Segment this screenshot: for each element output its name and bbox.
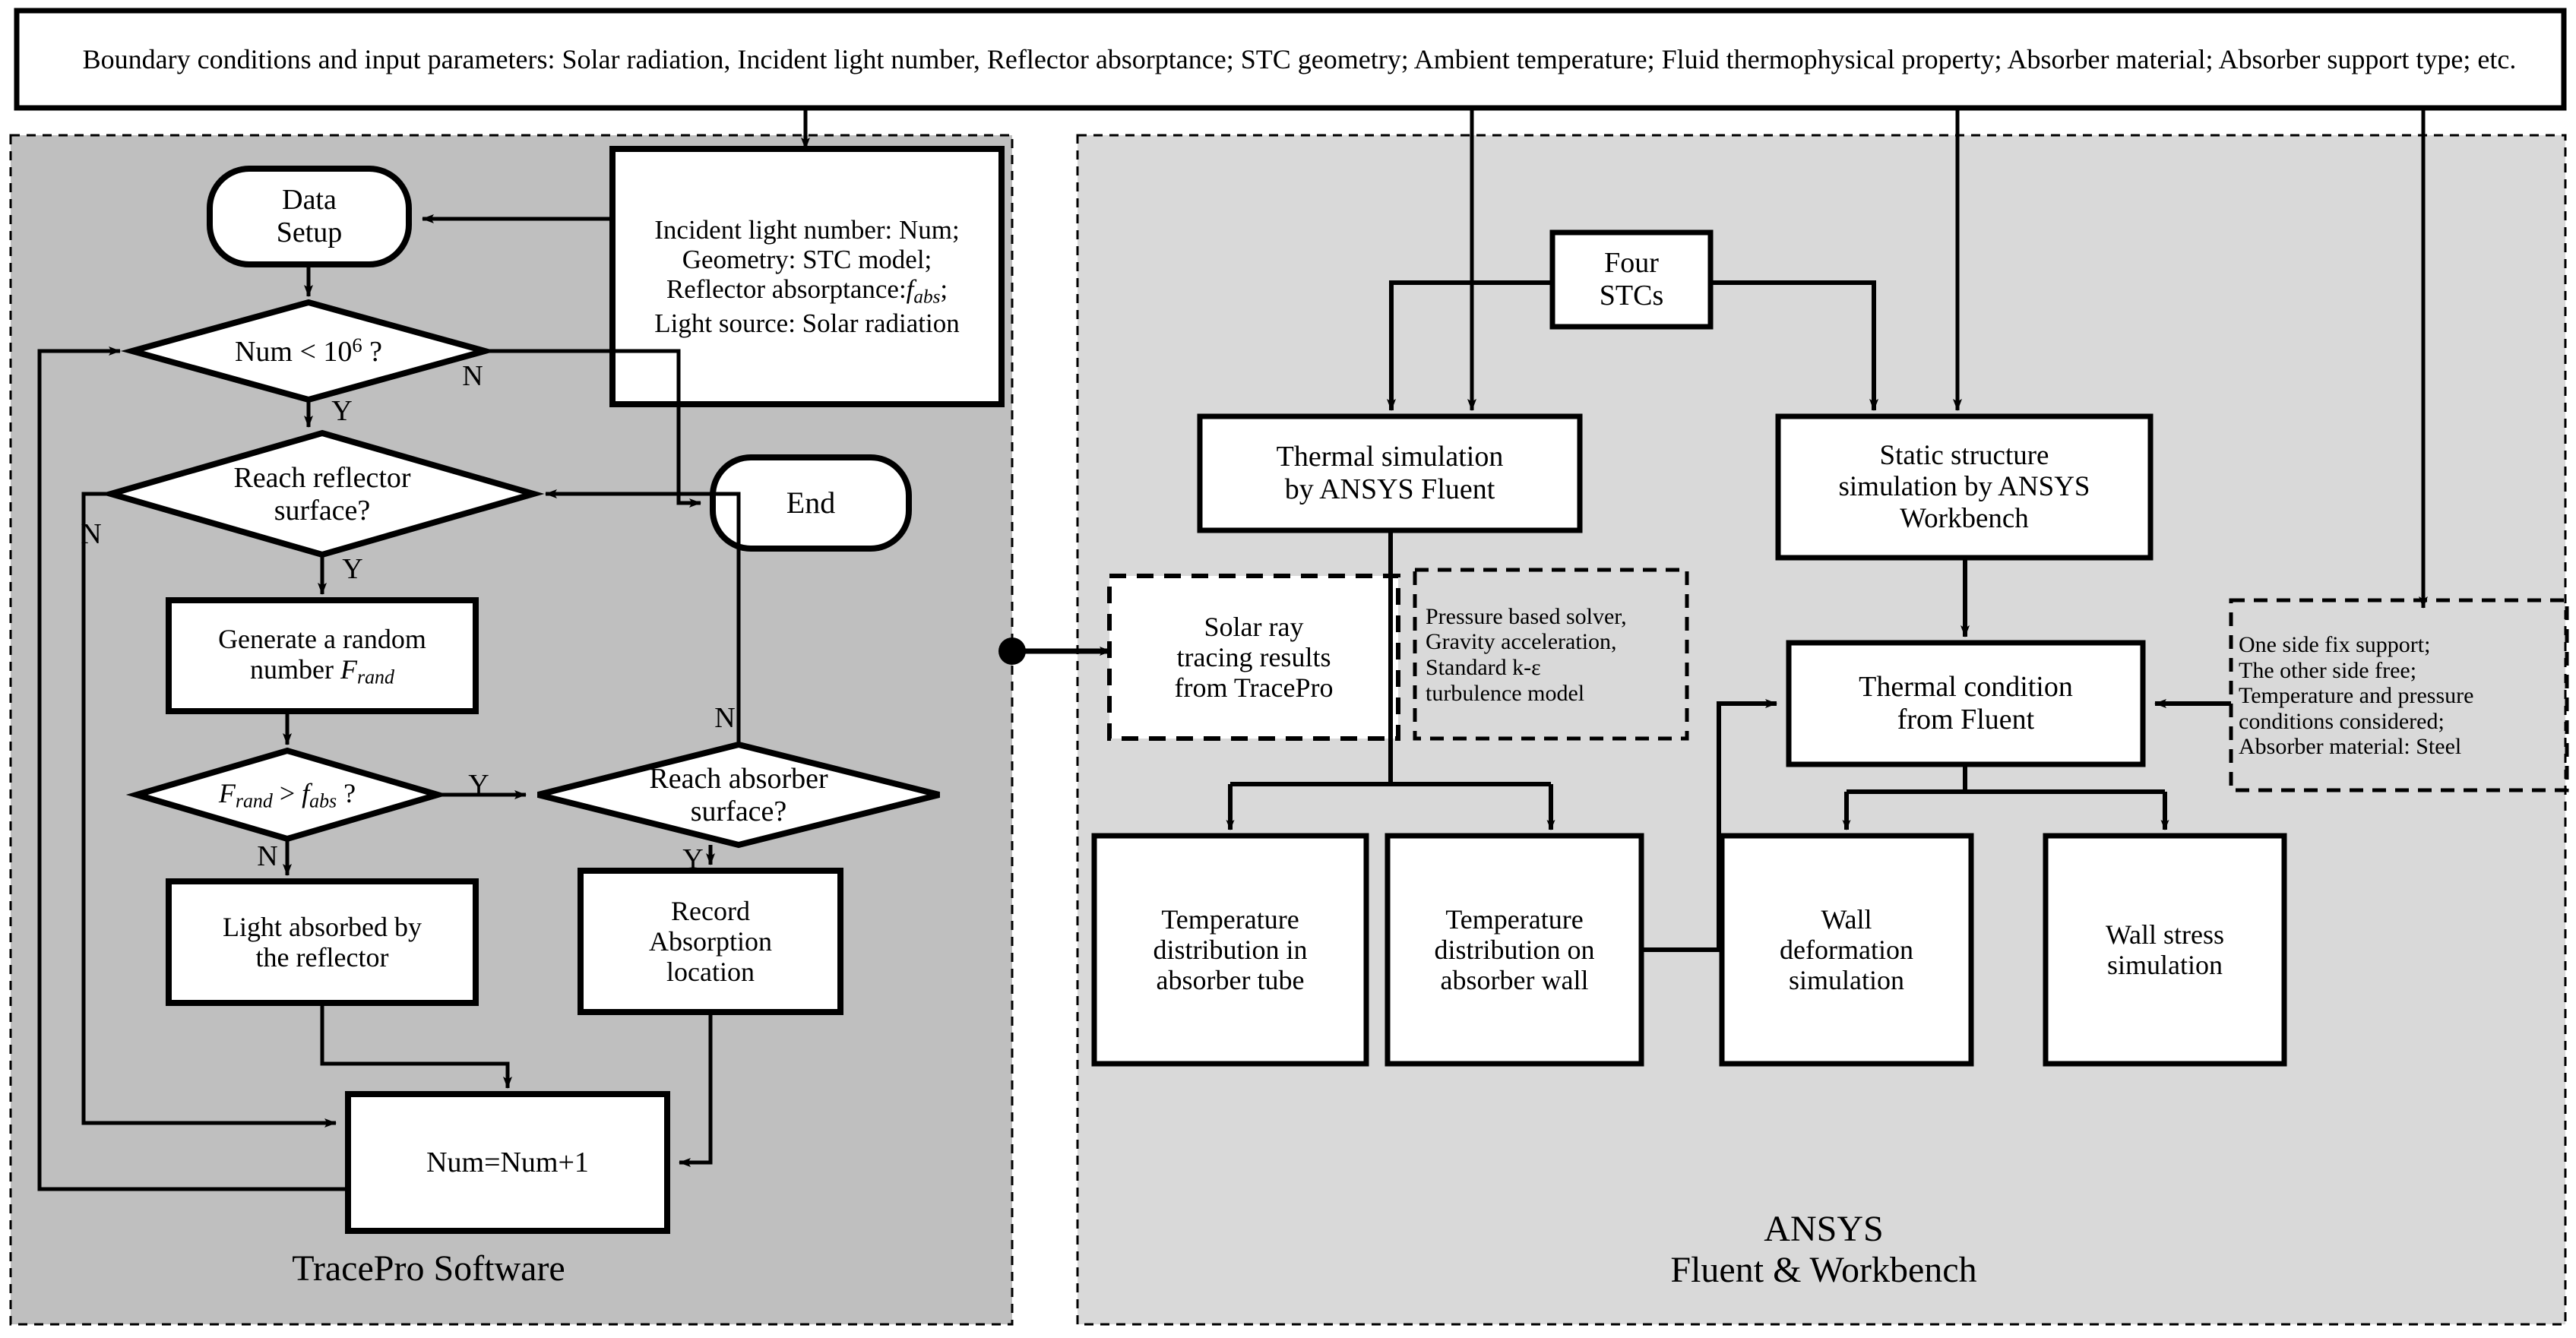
node-input-params — [609, 146, 1005, 407]
node-support-conditions — [2229, 598, 2569, 792]
node-num-increment — [345, 1091, 670, 1234]
edge-stcs-to-static — [1710, 280, 1878, 411]
edge-numcheck-no-to-end — [485, 349, 701, 508]
node-thermal-simulation — [1197, 413, 1583, 533]
node-static-structure — [1775, 413, 2154, 561]
edge-absorber-no — [545, 489, 741, 745]
node-end — [710, 454, 912, 552]
node-reach-absorber — [537, 741, 940, 849]
node-four-stcs — [1549, 229, 1714, 330]
node-temp-wall — [1385, 833, 1644, 1067]
edge-stcs-to-thermal — [1387, 280, 1552, 411]
node-light-absorbed — [166, 878, 479, 1006]
edge-wall-to-thermalcond — [1641, 699, 1777, 952]
node-data-setup — [207, 166, 412, 267]
node-solar-ray-results — [1107, 574, 1400, 741]
edge-increment-loop — [37, 346, 348, 1191]
node-wall-stress — [2043, 833, 2287, 1067]
banner-box — [14, 8, 2567, 111]
node-temp-tube — [1091, 833, 1369, 1067]
node-solver-settings — [1413, 568, 1689, 741]
node-wall-deformation — [1719, 833, 1974, 1067]
node-record-absorption — [578, 868, 843, 1015]
node-generate-random — [166, 597, 479, 714]
node-thermal-condition — [1786, 640, 2146, 767]
edge-record-to-increment — [679, 1012, 713, 1167]
edge-reflector-no — [81, 492, 337, 1128]
edge-absorbed-to-increment — [320, 1003, 512, 1089]
